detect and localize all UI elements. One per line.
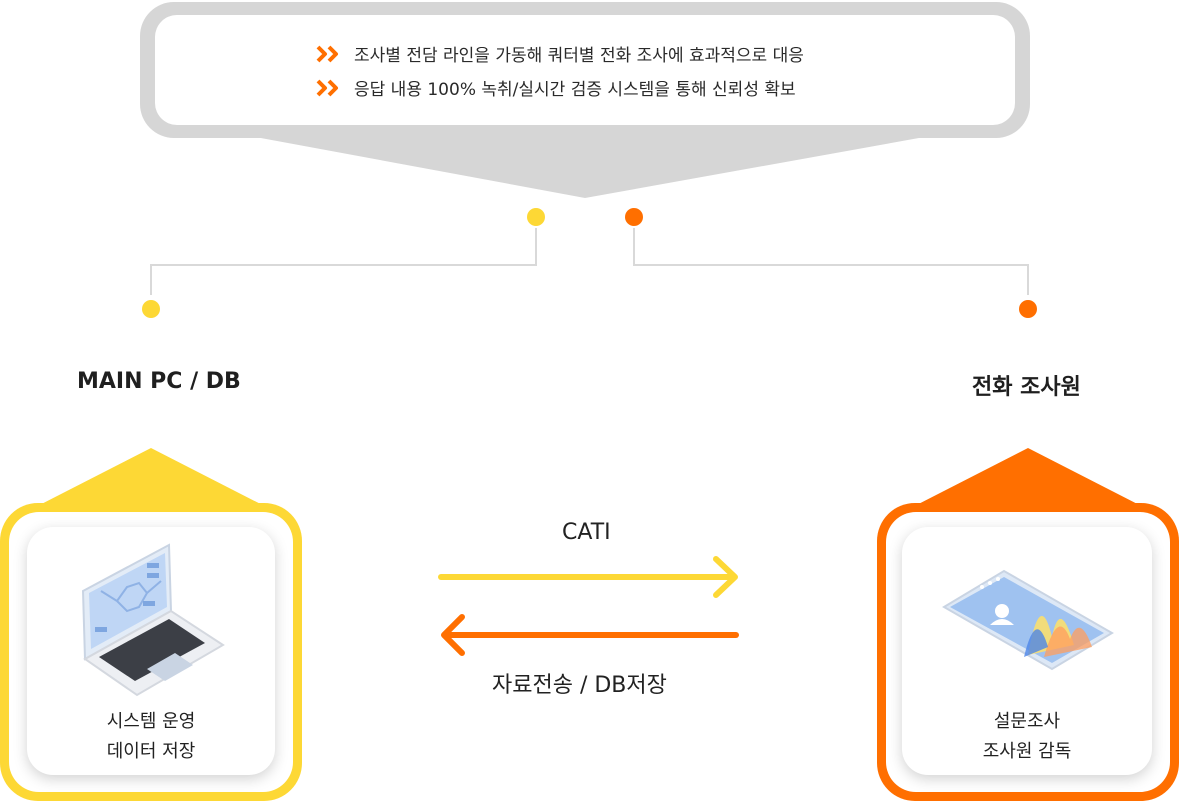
right-card-panel: 설문조사 조사원 감독 <box>902 527 1152 775</box>
right-card-caption-2: 조사원 감독 <box>982 741 1072 762</box>
left-card: 시스템 운영 데이터 저장 <box>0 503 302 801</box>
right-node-title: 전화 조사원 <box>972 375 1081 400</box>
right-card: 설문조사 조사원 감독 <box>877 503 1179 801</box>
left-card-caption-1: 시스템 운영 <box>106 711 196 732</box>
forward-flow-label: CATI <box>562 520 611 545</box>
arrow-forward-head <box>713 556 738 598</box>
left-card-caption-2: 데이터 저장 <box>106 741 196 762</box>
callout-tail <box>250 136 930 198</box>
laptop-icon <box>81 543 225 697</box>
double-chevron-icon <box>316 79 338 96</box>
callout-bullet-text: 응답 내용 100% 녹취/실시간 검증 시스템을 통해 신뢰성 확보 <box>354 80 796 100</box>
double-chevron-icon <box>316 45 338 62</box>
smartphone-chart-icon <box>942 569 1114 671</box>
connector-dot-yellow-top <box>527 208 545 226</box>
connector-line-right <box>633 228 1029 295</box>
callout-bullet-1: 조사별 전담 라인을 가동해 쿼터별 전화 조사에 효과적으로 대응 <box>316 41 804 66</box>
callout-bullet-2: 응답 내용 100% 녹취/실시간 검증 시스템을 통해 신뢰성 확보 <box>316 75 796 100</box>
connector-dot-orange-right <box>1019 300 1037 318</box>
arrow-backward-head <box>441 614 465 656</box>
right-card-caption-1: 설문조사 <box>993 711 1061 732</box>
left-node-title: MAIN PC / DB <box>77 369 241 394</box>
callout-inner <box>155 15 1015 125</box>
right-card-roof <box>897 448 1159 515</box>
connector-line-left <box>150 228 537 295</box>
left-card-panel: 시스템 운영 데이터 저장 <box>27 527 275 775</box>
callout-bullet-text: 조사별 전담 라인을 가동해 쿼터별 전화 조사에 효과적으로 대응 <box>354 46 804 66</box>
connector-dot-yellow-left <box>142 300 160 318</box>
backward-flow-label: 자료전송 / DB저장 <box>492 673 667 698</box>
left-card-roof <box>20 448 282 515</box>
connector-dot-orange-top <box>625 208 643 226</box>
